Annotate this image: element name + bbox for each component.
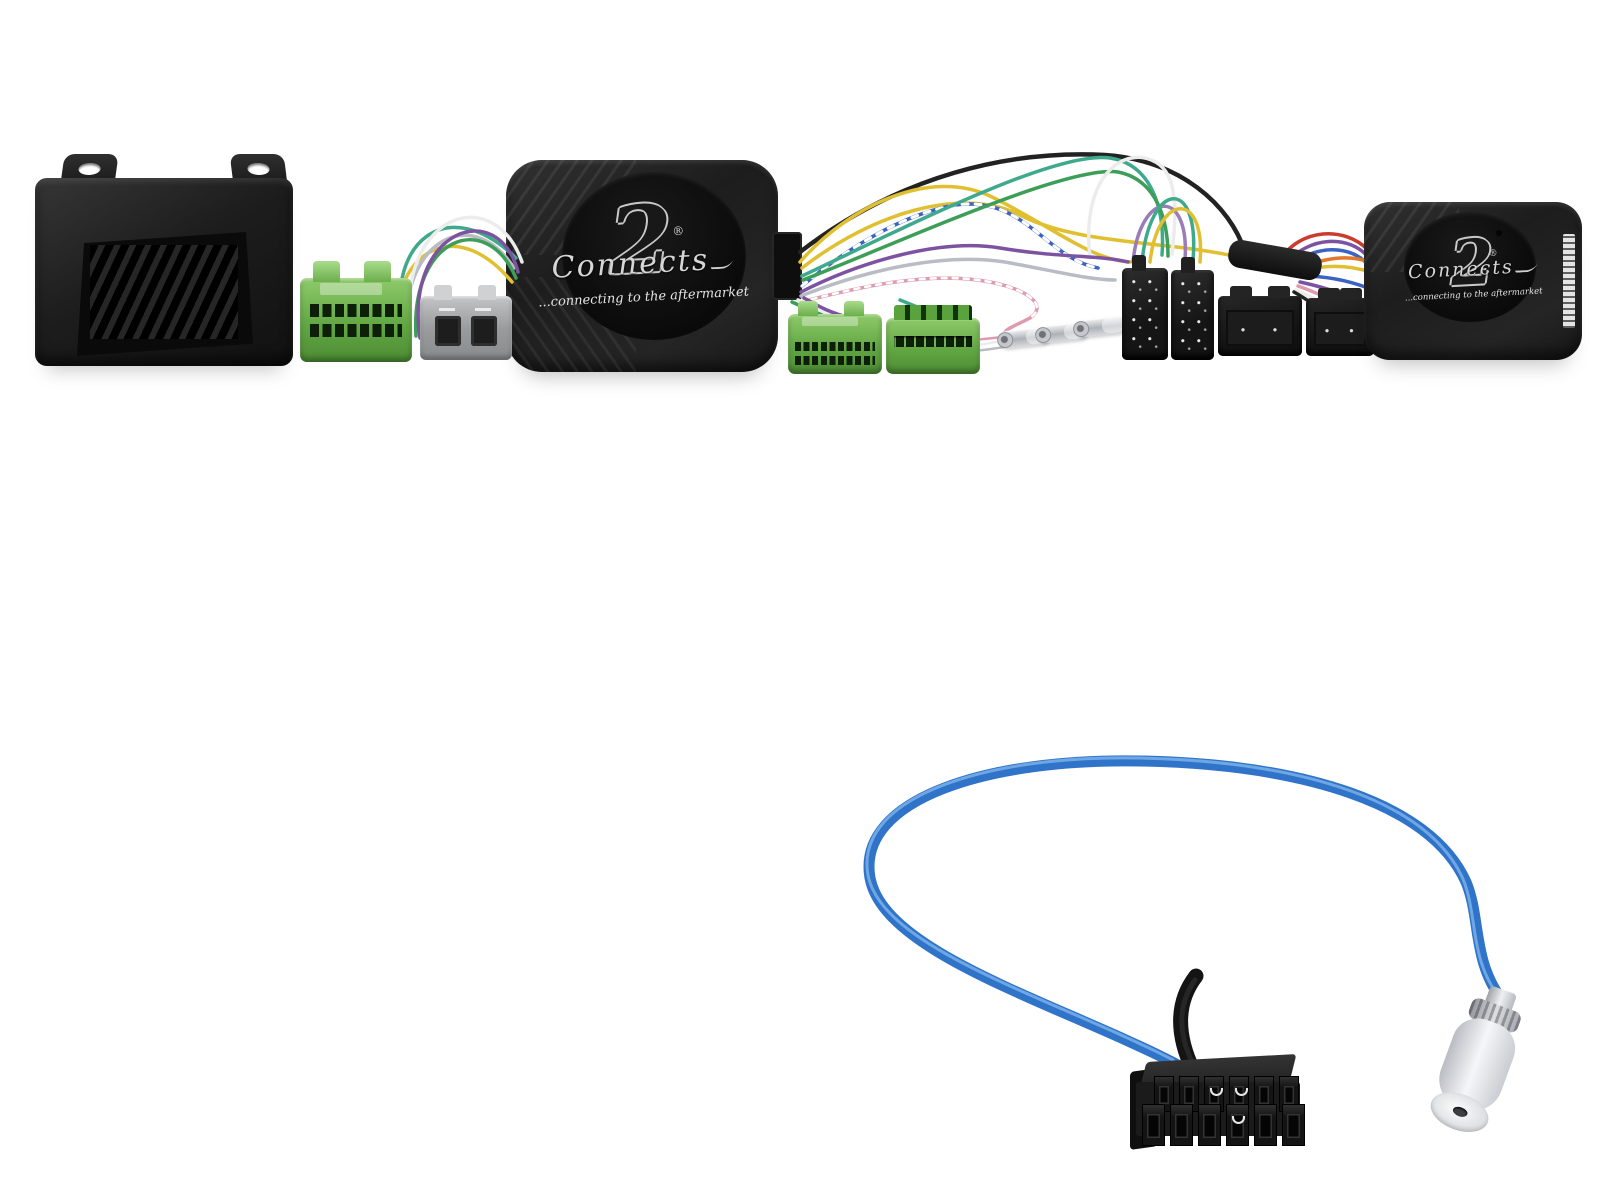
green-connector-a	[300, 261, 412, 362]
connector-face	[1226, 310, 1294, 346]
iso-connector-a	[1122, 255, 1168, 360]
connector-clip	[478, 285, 496, 300]
connector-latch	[802, 317, 858, 326]
speaker-recess	[77, 232, 253, 356]
speaker-grille	[90, 245, 238, 339]
pin	[1254, 1104, 1277, 1146]
connector-clip	[844, 301, 864, 316]
blue-antenna-cable	[863, 755, 1509, 1070]
pin	[1198, 1104, 1221, 1146]
interface-box-exit-connector	[772, 232, 802, 300]
pin-row-front	[1142, 1104, 1305, 1146]
connector-clip	[1340, 288, 1362, 300]
pin-row	[795, 342, 875, 351]
socket	[435, 308, 461, 346]
pin	[1282, 1104, 1305, 1146]
connector-clip	[798, 301, 818, 316]
connector-clip	[1268, 286, 1290, 298]
side-label	[1563, 234, 1575, 328]
molex-12pin-plug	[1130, 1042, 1306, 1184]
green-connector-b	[788, 301, 882, 374]
connector-clip	[1318, 288, 1340, 300]
green-connector-c	[886, 305, 980, 374]
pin	[1142, 1104, 1165, 1146]
grey-connector	[420, 285, 512, 360]
pin	[1229, 1076, 1249, 1112]
interface-box-large: 2 Connects ® ...connecting to the afterm…	[506, 160, 778, 372]
pin-row	[310, 304, 402, 317]
connector-latch	[320, 283, 382, 295]
logo-dome	[1404, 212, 1536, 322]
logo-dome	[562, 172, 746, 340]
connector-clip	[434, 285, 452, 300]
connector-clip	[364, 261, 391, 282]
pin	[1226, 1104, 1249, 1146]
interface-box-small: 2 Connects ® ...connecting to the afterm…	[1364, 202, 1582, 360]
connector-face	[1314, 312, 1366, 346]
mini-connector-a	[1218, 286, 1302, 356]
mini-connector-b	[1306, 288, 1374, 356]
socket	[471, 308, 497, 346]
pin-grid	[1178, 278, 1207, 352]
connector-tab	[1181, 257, 1195, 273]
control-box	[35, 178, 293, 366]
pin	[1154, 1076, 1174, 1112]
connector-clip	[313, 261, 340, 282]
connector-slots	[894, 305, 972, 320]
pin-row	[795, 356, 875, 365]
pin-row	[310, 324, 402, 337]
iso-connector-b	[1171, 257, 1214, 360]
case-dot	[1496, 230, 1502, 236]
connector-groove	[894, 336, 972, 347]
pin-grid	[1129, 276, 1161, 352]
connector-tab	[1132, 255, 1146, 271]
pin	[1170, 1104, 1193, 1146]
connector-clip	[1230, 286, 1252, 298]
